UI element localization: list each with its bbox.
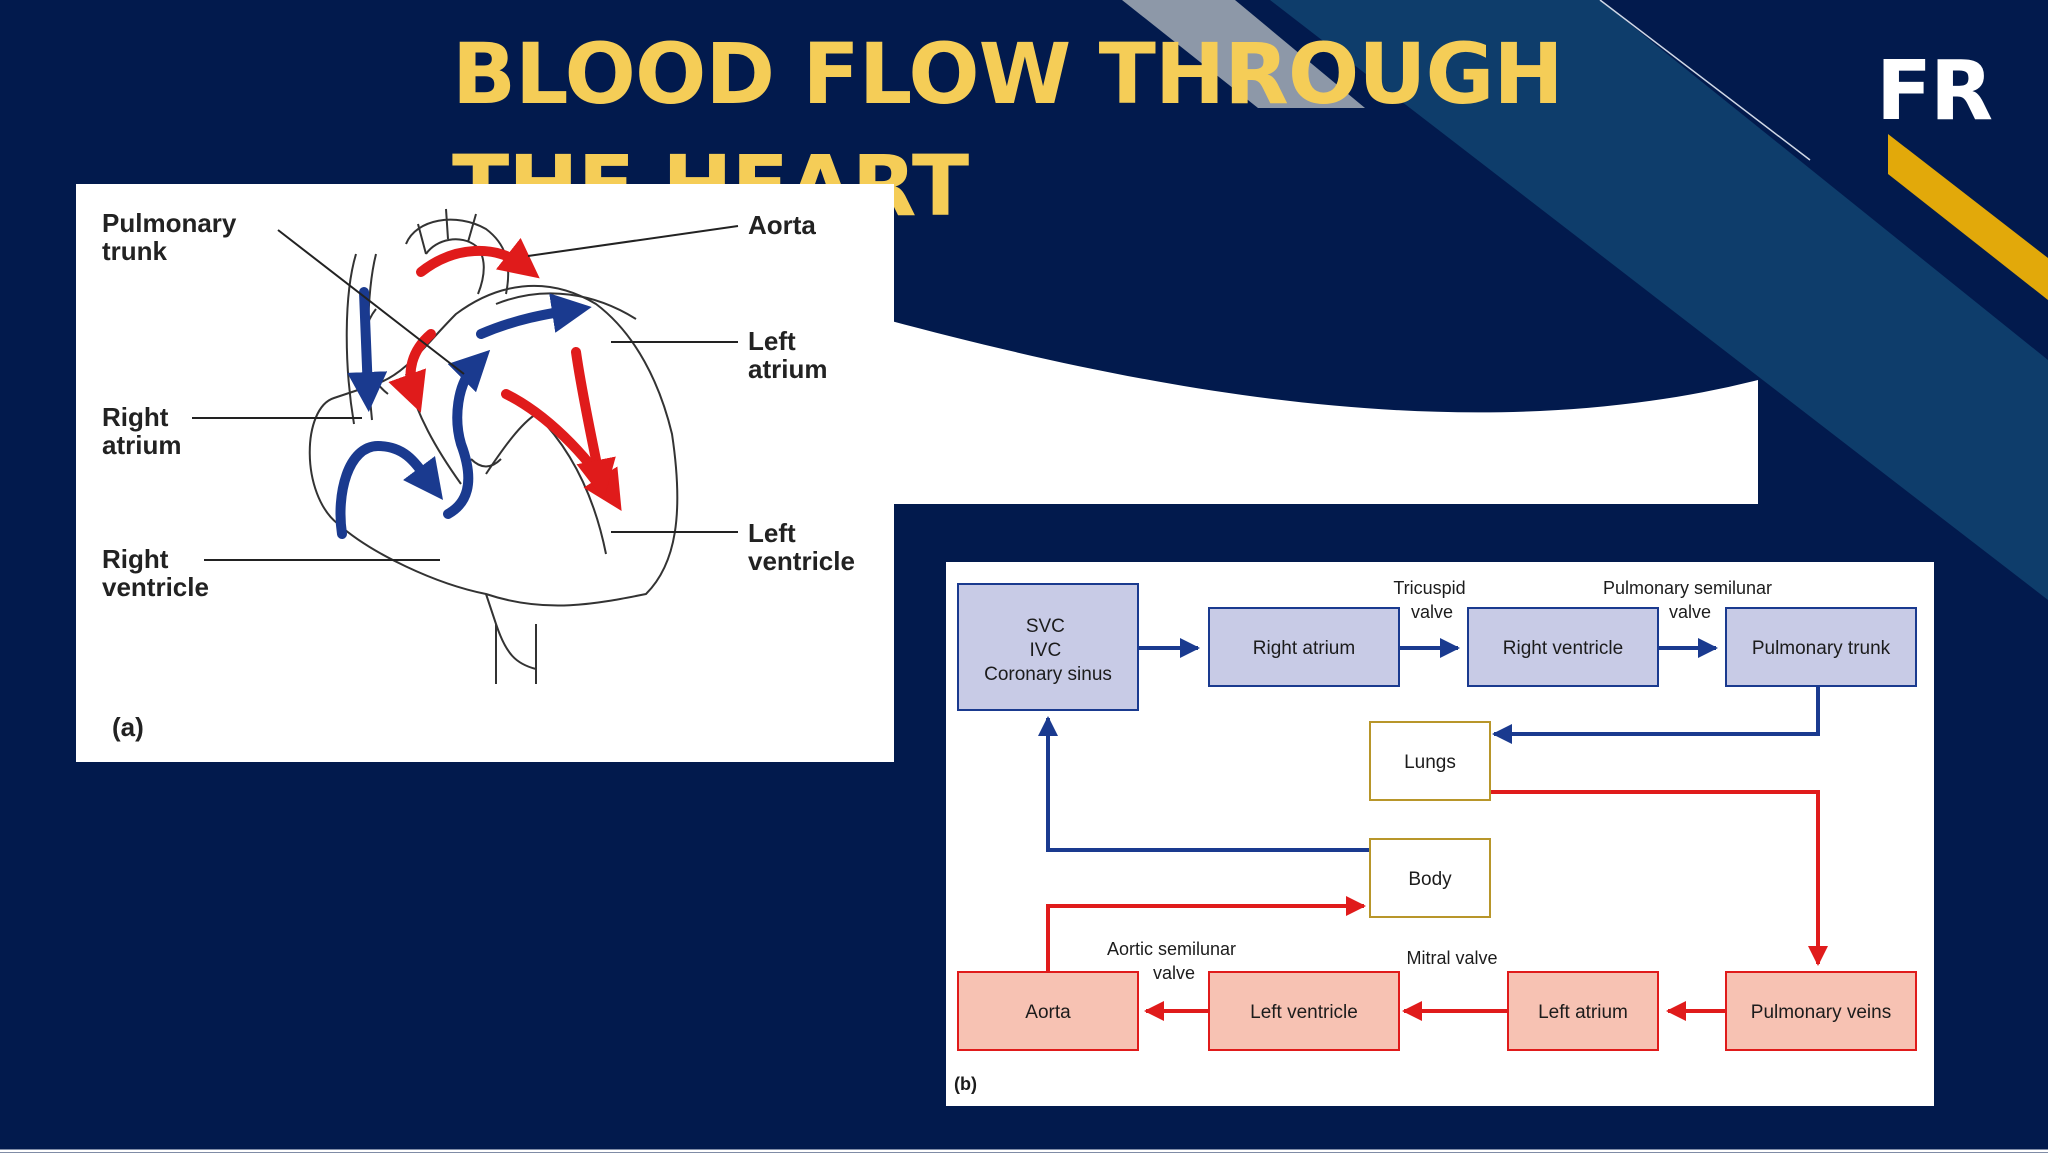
- flow-box-right-atrium: Right atrium: [1208, 607, 1400, 687]
- valve-label-tricuspid: Tricuspid valve: [1393, 578, 1470, 622]
- white-wave-shape: [880, 318, 1758, 504]
- flow-box-right-ventricle: Right ventricle: [1467, 607, 1659, 687]
- svg-text:Pulmonary trunk: Pulmonary trunk: [1752, 638, 1891, 659]
- heart-label-right-atrium: Right atrium: [102, 402, 181, 460]
- svg-text:Right ventricle: Right ventricle: [1503, 638, 1623, 659]
- flow-box-left-atrium: Left atrium: [1507, 971, 1659, 1051]
- flow-box-svc: SVC IVC Coronary sinus: [957, 583, 1139, 711]
- flow-box-body: Body: [1369, 838, 1491, 918]
- heart-panel-label: (a): [112, 712, 144, 742]
- heart-label-aorta: Aorta: [748, 210, 816, 240]
- decorative-blue-stripe: [1270, 0, 2048, 600]
- red-connectors: [1046, 790, 1828, 1021]
- decorative-gold-stripe: [1888, 134, 2048, 300]
- svg-text:Left ventricle: Left ventricle: [1250, 1002, 1358, 1023]
- deoxygenated-flow-arrows: [335, 287, 592, 539]
- heart-label-right-ventricle: Right ventricle: [102, 544, 209, 602]
- svg-text:Right atrium: Right atrium: [1253, 638, 1355, 659]
- flow-box-aorta: Aorta: [957, 971, 1139, 1051]
- svg-text:Pulmonary veins: Pulmonary veins: [1751, 1002, 1891, 1023]
- heart-diagram: Pulmonary trunk Aorta Left atrium Right …: [102, 208, 855, 742]
- svg-text:Aorta: Aorta: [1025, 1002, 1071, 1023]
- decorative-thin-line: [1599, 0, 1811, 161]
- blue-connectors: [1038, 638, 1820, 852]
- svg-text:Body: Body: [1408, 869, 1452, 890]
- flow-box-lungs: Lungs: [1369, 721, 1491, 801]
- flow-panel-label: (b): [954, 1074, 977, 1094]
- valve-label-mitral: Mitral valve: [1406, 948, 1497, 968]
- flow-box-left-ventricle: Left ventricle: [1208, 971, 1400, 1051]
- oxygenated-flow-arrows: [388, 237, 622, 511]
- flow-diagram: SVC IVC Coronary sinus Right atrium Righ…: [954, 578, 1917, 1094]
- flow-diagram-panel: SVC IVC Coronary sinus Right atrium Righ…: [946, 562, 1934, 1106]
- heart-label-left-ventricle: Left ventricle: [748, 518, 855, 576]
- svg-text:SVC IVC Co: SVC IVC Coronary sinus: [984, 616, 1112, 685]
- valve-label-pulmonary-semilunar: Pulmonary semilunar valve: [1603, 578, 1777, 622]
- valve-label-aortic-semilunar: Aortic semilunar valve: [1107, 939, 1241, 983]
- heart-diagram-panel: Pulmonary trunk Aorta Left atrium Right …: [76, 184, 894, 762]
- svg-text:Lungs: Lungs: [1404, 752, 1456, 773]
- heart-label-pulmonary-trunk: Pulmonary trunk: [102, 208, 244, 266]
- svg-text:Left atrium: Left atrium: [1538, 1002, 1628, 1023]
- heart-label-left-atrium: Left atrium: [748, 326, 827, 384]
- label-leader-lines: [192, 225, 739, 561]
- flow-box-pulmonary-veins: Pulmonary veins: [1725, 971, 1917, 1051]
- brand-logo: FR: [1876, 44, 1993, 139]
- decorative-gray-stripe: [1122, 0, 1365, 108]
- flow-box-pulmonary-trunk: Pulmonary trunk: [1725, 607, 1917, 687]
